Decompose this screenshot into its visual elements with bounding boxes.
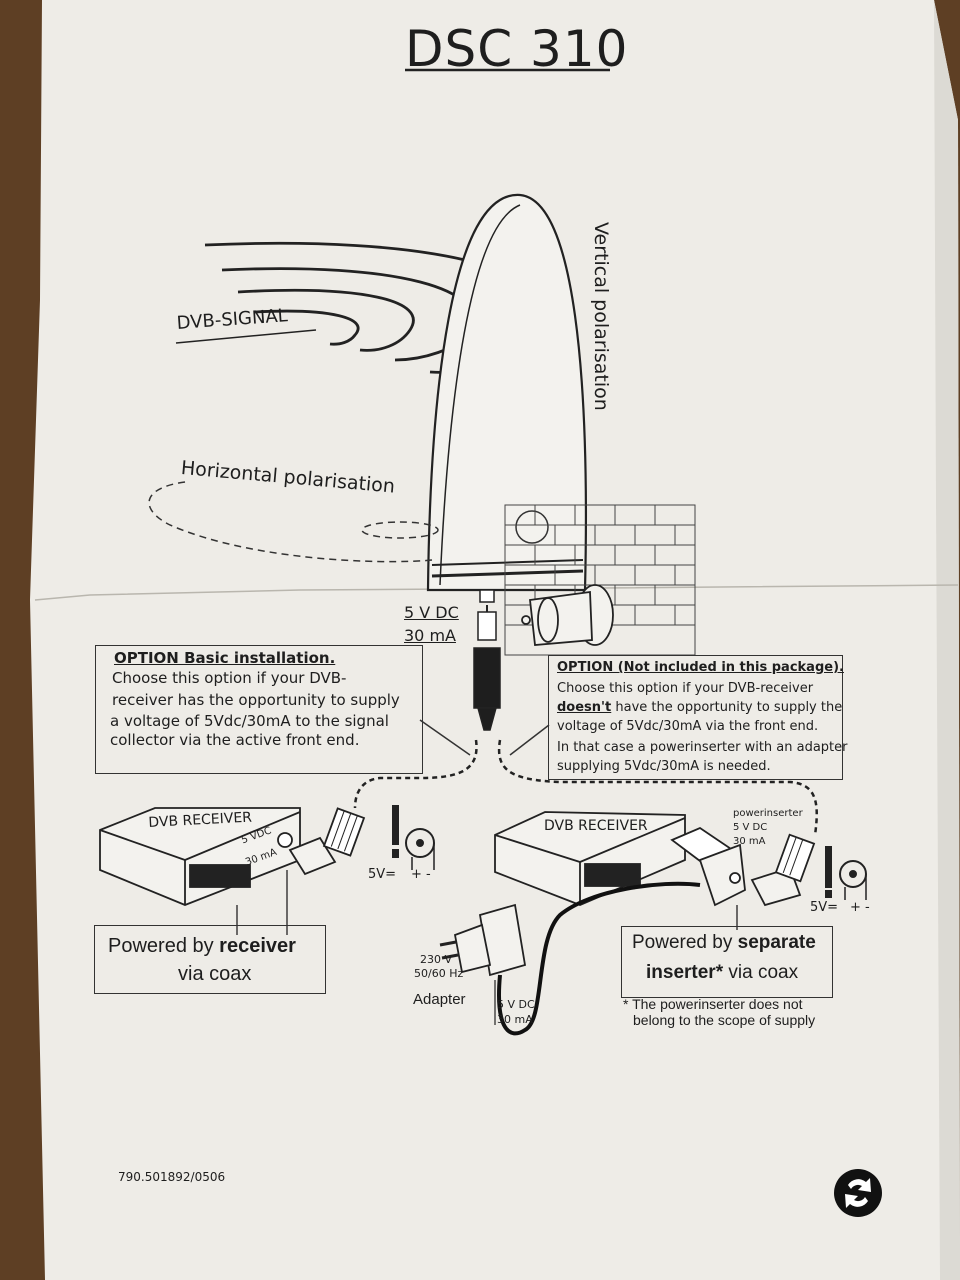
right-receiver-drawing: [494, 811, 816, 907]
powered-by-receiver-line-1: Powered by receiver: [108, 935, 296, 958]
option-extra-box: [548, 655, 843, 780]
antenna-dome: [426, 193, 587, 592]
recycle-icon: [834, 1169, 882, 1217]
wall-mount-bracket: [521, 584, 614, 646]
left-polarity-symbol: [392, 805, 435, 870]
powered-by-inserter-line-1: Powered by separate: [632, 932, 816, 954]
adapter-output-voltage: 5 V DC: [497, 998, 535, 1011]
footnote-line-1: * The powerinserter does not: [623, 996, 803, 1012]
via-coax-text: via coax: [723, 962, 799, 983]
option-extra-heading: OPTION (Not included in this package).: [557, 660, 844, 675]
right-polarity-voltage: 5V=: [810, 900, 839, 915]
powered-by-receiver-line-2: via coax: [178, 963, 252, 985]
option-extra-line-3: voltage of 5Vdc/30mA via the front end.: [557, 719, 819, 734]
vertical-polarisation-label: Vertical polarisation: [590, 222, 612, 411]
option-extra-line-1: Choose this option if your DVB-receiver: [557, 681, 814, 696]
page-title: DSC 310: [405, 20, 629, 78]
horizontal-polarisation-plane: [148, 481, 439, 563]
powerinserter-current: 30 mA: [733, 836, 766, 847]
adapter-plug: [439, 903, 527, 977]
option-basic-line-2: receiver has the opportunity to supply: [112, 691, 400, 709]
left-receiver-drawing: [99, 807, 366, 906]
powered-by-inserter-line-2: inserter* via coax: [646, 962, 798, 984]
powered-by-receiver-bold: receiver: [219, 935, 296, 957]
option-basic-line-4: collector via the active front end.: [110, 731, 360, 749]
option-extra-line-2: doesn't have the opportunity to supply t…: [557, 700, 842, 715]
option-extra-line-4: In that case a powerinserter with an ada…: [557, 740, 848, 755]
option-basic-heading: OPTION Basic installation.: [114, 649, 336, 667]
inserter-bold: inserter*: [646, 962, 724, 983]
adapter-cable: [497, 881, 701, 1036]
powered-by-receiver-box: [94, 925, 326, 994]
right-polarity-symbol: [825, 846, 867, 900]
separate-bold: separate: [737, 932, 816, 953]
option-basic-box: [95, 645, 423, 774]
option-extra-line-5: supplying 5Vdc/30mA is needed.: [557, 759, 771, 774]
antenna-current-label: 30 mA: [404, 626, 456, 645]
coax-cables: [353, 739, 818, 836]
fold-crease: [34, 584, 959, 601]
adapter-mains-frequency: 50/60 Hz: [414, 967, 464, 980]
antenna-connector: [473, 589, 501, 731]
right-receiver-label: DVB RECEIVER: [544, 818, 648, 834]
powered-by-inserter-box: [621, 926, 833, 998]
document-code: 790.501892/0506: [118, 1170, 226, 1184]
option-extra-line-2-rest: have the opportunity to supply the: [611, 700, 843, 715]
adapter-mains-voltage: 230 V: [420, 953, 453, 966]
powerinserter-voltage: 5 V DC: [733, 822, 768, 833]
option-basic-line-1: Choose this option if your DVB-: [112, 669, 347, 687]
antenna-voltage-label: 5 V DC: [404, 603, 459, 622]
footnote-line-2: belong to the scope of supply: [633, 1012, 816, 1028]
adapter-output-current: 30 mA: [497, 1013, 533, 1026]
powered-by-inserter-prefix: Powered by: [632, 932, 738, 953]
right-polarity-sign: + -: [850, 900, 870, 915]
doesnt-emphasis: doesn't: [557, 700, 612, 715]
adapter-label: Adapter: [413, 991, 466, 1008]
left-polarity-voltage: 5V=: [368, 867, 397, 882]
powered-by-prefix: Powered by: [108, 935, 220, 957]
left-polarity-sign: + -: [411, 867, 431, 882]
powerinserter-title: powerinserter: [733, 808, 803, 819]
option-basic-line-3: a voltage of 5Vdc/30mA to the signal: [110, 712, 389, 730]
